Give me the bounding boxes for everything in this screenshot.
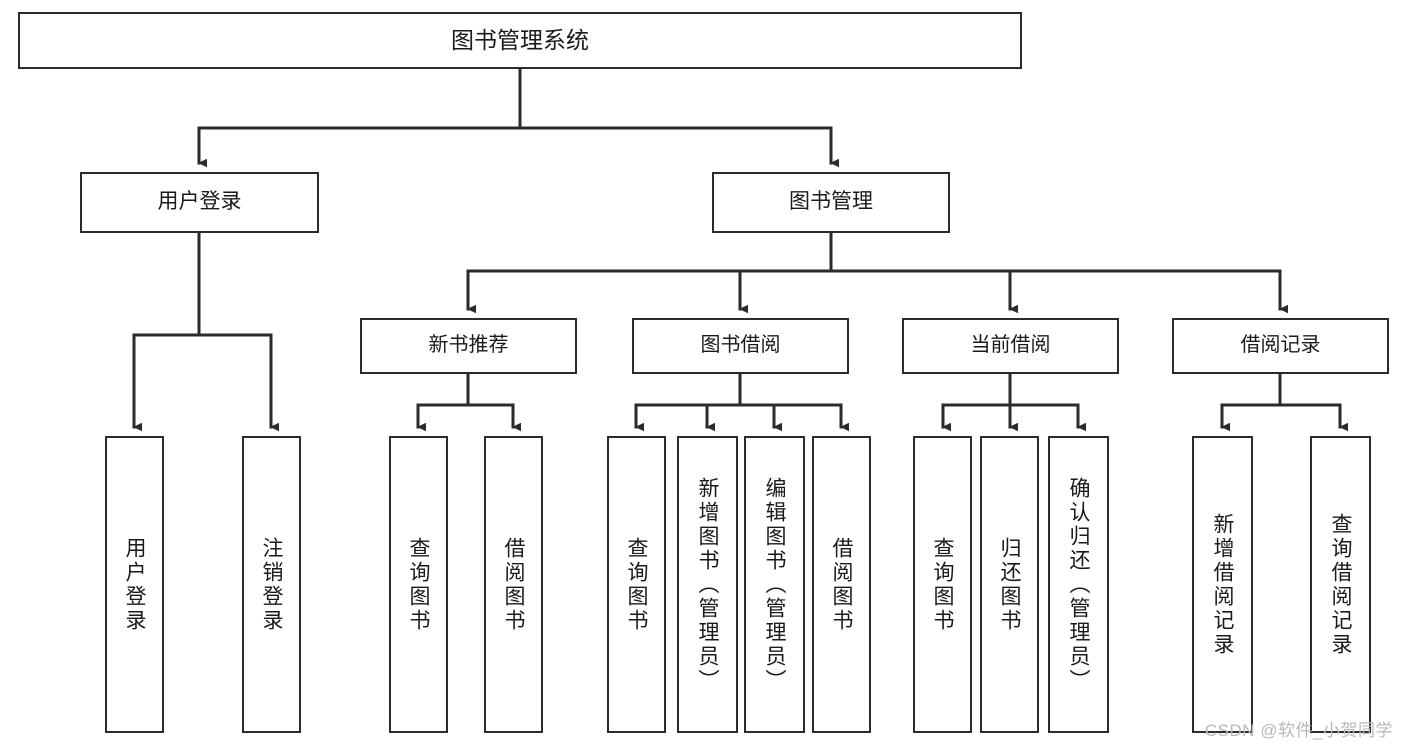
node-label: 编辑图书（管理员）: [763, 476, 786, 693]
node-label: 当前借阅: [970, 334, 1051, 357]
node-leaf-query-book-current[interactable]: 查询图书: [913, 436, 972, 733]
node-label: 图书借阅: [700, 334, 781, 357]
node-leaf-borrow-book-recommend[interactable]: 借阅图书: [484, 436, 543, 733]
node-leaf-logout-login[interactable]: 注销登录: [242, 436, 301, 733]
node-leaf-add-borrow-record[interactable]: 新增借阅记录: [1192, 436, 1253, 733]
node-label: 新增借阅记录: [1211, 512, 1234, 657]
node-book-borrow[interactable]: 图书借阅: [632, 318, 849, 374]
node-leaf-query-borrow-record[interactable]: 查询借阅记录: [1310, 436, 1371, 733]
node-label: 查询借阅记录: [1329, 512, 1352, 657]
node-label: 注销登录: [260, 536, 283, 633]
node-label: 用户登录: [157, 190, 242, 214]
node-root-system[interactable]: 图书管理系统: [18, 12, 1022, 69]
node-borrow-record[interactable]: 借阅记录: [1172, 318, 1389, 374]
node-leaf-confirm-return[interactable]: 确认归还（管理员）: [1048, 436, 1109, 733]
node-label: 查询图书: [407, 536, 430, 633]
node-leaf-add-book[interactable]: 新增图书（管理员）: [677, 436, 738, 733]
node-label: 图书管理系统: [451, 26, 589, 53]
node-user-login[interactable]: 用户登录: [80, 172, 319, 233]
node-current-borrow[interactable]: 当前借阅: [902, 318, 1119, 374]
node-new-book-recommend[interactable]: 新书推荐: [360, 318, 577, 374]
node-label: 新增图书（管理员）: [696, 476, 719, 693]
node-label: 借阅记录: [1240, 334, 1321, 357]
node-leaf-return-book[interactable]: 归还图书: [980, 436, 1039, 733]
node-leaf-query-book-recommend[interactable]: 查询图书: [389, 436, 448, 733]
node-label: 借阅图书: [830, 536, 853, 633]
node-leaf-user-login[interactable]: 用户登录: [105, 436, 164, 733]
node-label: 查询图书: [931, 536, 954, 633]
node-label: 图书管理: [789, 190, 873, 214]
csdn-watermark: CSDN @软件_小贺同学: [1204, 721, 1393, 740]
node-leaf-borrow-book[interactable]: 借阅图书: [812, 436, 871, 733]
node-label: 查询图书: [625, 536, 648, 633]
node-book-management[interactable]: 图书管理: [712, 172, 950, 233]
node-label: 新书推荐: [428, 334, 509, 357]
node-label: 用户登录: [123, 536, 146, 633]
node-label: 归还图书: [998, 536, 1021, 633]
node-leaf-edit-book[interactable]: 编辑图书（管理员）: [744, 436, 805, 733]
node-label: 确认归还（管理员）: [1067, 476, 1090, 693]
node-leaf-query-book-borrow[interactable]: 查询图书: [607, 436, 666, 733]
node-label: 借阅图书: [502, 536, 525, 633]
